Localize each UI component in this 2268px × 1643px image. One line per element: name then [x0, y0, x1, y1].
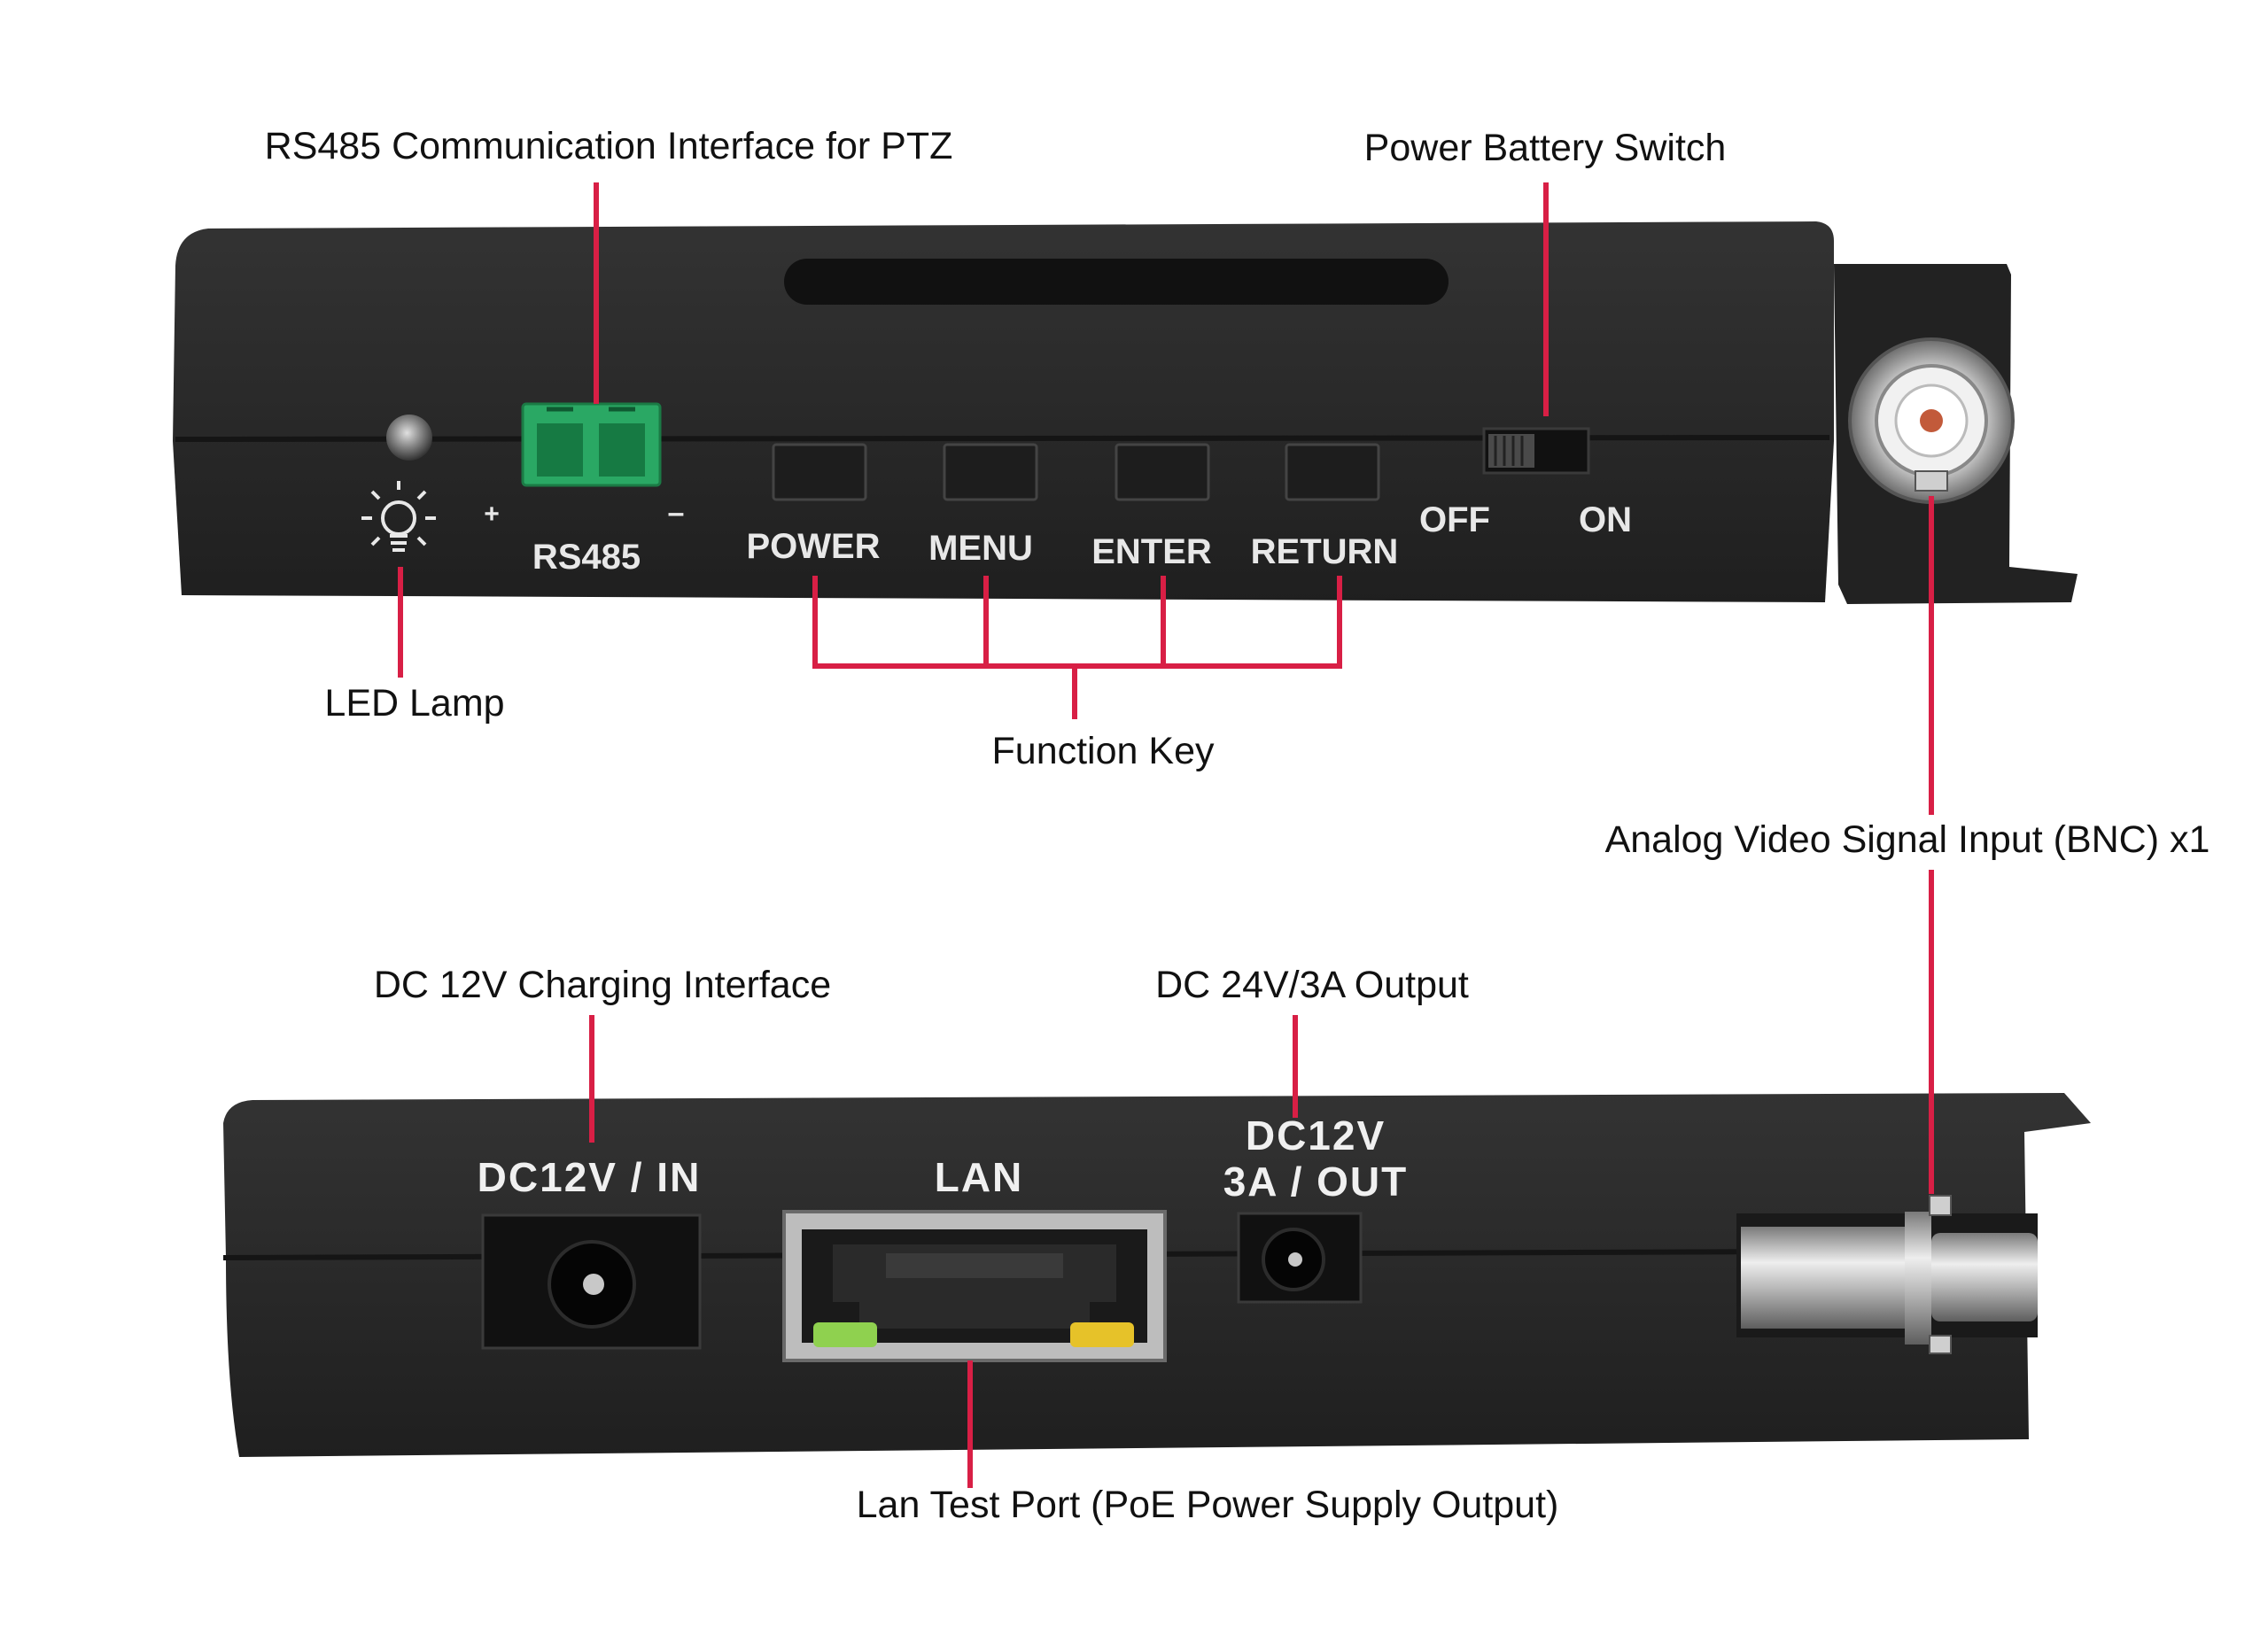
lightbulb-icon	[361, 481, 436, 552]
top-device-view: + – RS485 POWER MENU ENTER RETURN OFF ON	[173, 221, 2078, 604]
callout-rs485: RS485 Communication Interface for PTZ	[265, 125, 953, 167]
bnc-connector-side[interactable]	[1736, 1195, 2038, 1354]
callout-dc24v-output: DC 24V/3A Output	[1155, 964, 1469, 1006]
function-keys	[772, 443, 1380, 501]
callout-lan-test-port: Lan Test Port (PoE Power Supply Output)	[857, 1484, 1559, 1526]
lan-port[interactable]	[782, 1210, 1167, 1362]
top-slot	[784, 259, 1449, 305]
power-key[interactable]	[772, 443, 867, 501]
callout-analog-video: Analog Video Signal Input (BNC) x1	[1605, 818, 2210, 861]
leader-lines	[398, 182, 1934, 1488]
bottom-device-view: DC12V / IN LAN DC12V 3A / OUT	[222, 1093, 2091, 1457]
led-lamp	[386, 415, 432, 461]
rs485-plus-label: +	[484, 500, 500, 529]
bnc-connector-front[interactable]	[1848, 337, 2015, 504]
lan-led-yellow	[1070, 1322, 1134, 1347]
dc-in-jack[interactable]	[481, 1213, 702, 1350]
dc-out-label-line1: DC12V	[1246, 1112, 1386, 1159]
menu-key[interactable]	[943, 443, 1038, 501]
callout-dc12v-charging: DC 12V Charging Interface	[374, 964, 831, 1006]
dc-out-jack[interactable]	[1237, 1212, 1363, 1304]
lan-led-green	[813, 1322, 877, 1347]
callout-power-switch: Power Battery Switch	[1364, 127, 1727, 169]
switch-off-label: OFF	[1419, 500, 1490, 539]
callout-function-key: Function Key	[992, 730, 1215, 772]
rs485-label: RS485	[532, 538, 641, 577]
return-key-label: RETURN	[1251, 532, 1399, 571]
rs485-minus-label: –	[668, 496, 685, 530]
leader-function-key	[812, 576, 1342, 719]
power-key-label: POWER	[746, 527, 880, 566]
return-key[interactable]	[1285, 443, 1380, 501]
enter-key[interactable]	[1115, 443, 1210, 501]
enter-key-label: ENTER	[1091, 532, 1212, 571]
switch-on-label: ON	[1579, 500, 1632, 539]
menu-key-label: MENU	[928, 529, 1033, 568]
lan-label: LAN	[935, 1154, 1024, 1200]
top-device-body	[173, 221, 1834, 602]
dc-out-label-line2: 3A / OUT	[1223, 1159, 1409, 1205]
power-battery-switch[interactable]	[1482, 427, 1590, 475]
callout-led-lamp: LED Lamp	[324, 682, 504, 725]
rs485-terminal[interactable]	[521, 402, 662, 487]
dc-in-label: DC12V / IN	[478, 1154, 702, 1200]
